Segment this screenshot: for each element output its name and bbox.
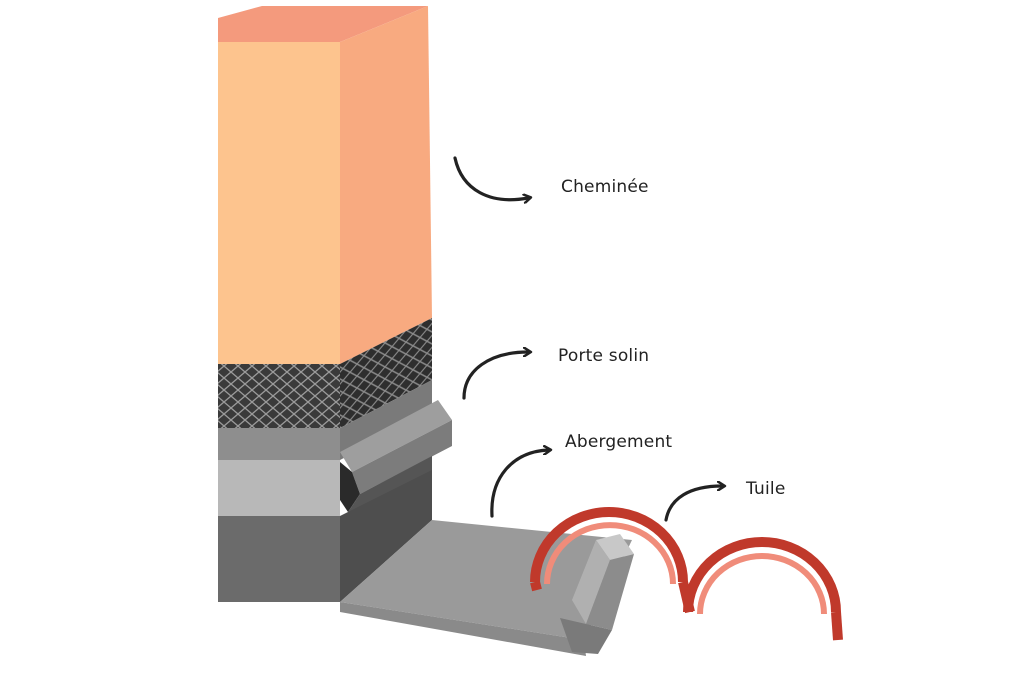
chimney-top (218, 6, 428, 42)
tile-2-outer (683, 537, 841, 613)
tile-1-foot (530, 580, 542, 592)
abergement-rib-side (586, 554, 634, 630)
porte-solin-profile-shadow (340, 462, 360, 512)
label-porte-solin: Porte solin (558, 346, 650, 366)
base-band-side (340, 470, 432, 602)
flashing-band-front (218, 428, 340, 460)
chimney-front (218, 42, 340, 364)
abergement-lip (560, 618, 612, 654)
label-cheminee: Cheminée (561, 177, 649, 197)
mesh-band-side (340, 318, 432, 428)
tile-2-inner (697, 553, 827, 615)
porte-solin-profile-top (340, 400, 452, 472)
tile-1-outer (530, 507, 688, 583)
arrow-cheminee (453, 156, 528, 200)
label-tuile: Tuile (746, 479, 786, 499)
tile-2-tail (831, 611, 843, 641)
arrow-tuile (664, 486, 722, 522)
abergement-rib-top (596, 534, 634, 560)
tile-1-inner (544, 522, 676, 585)
label-abergement: Abergement (565, 432, 673, 452)
abergement-plate-edge (340, 602, 586, 656)
mesh-band-front (218, 364, 340, 428)
chimney-side (340, 6, 432, 364)
porte-solin-profile-face (352, 420, 452, 494)
base-band-front (218, 516, 340, 602)
lower-band-light (218, 460, 340, 516)
arrow-abergement (490, 450, 548, 518)
arrow-porte-solin (462, 352, 528, 400)
abergement-rib-face (572, 540, 610, 624)
